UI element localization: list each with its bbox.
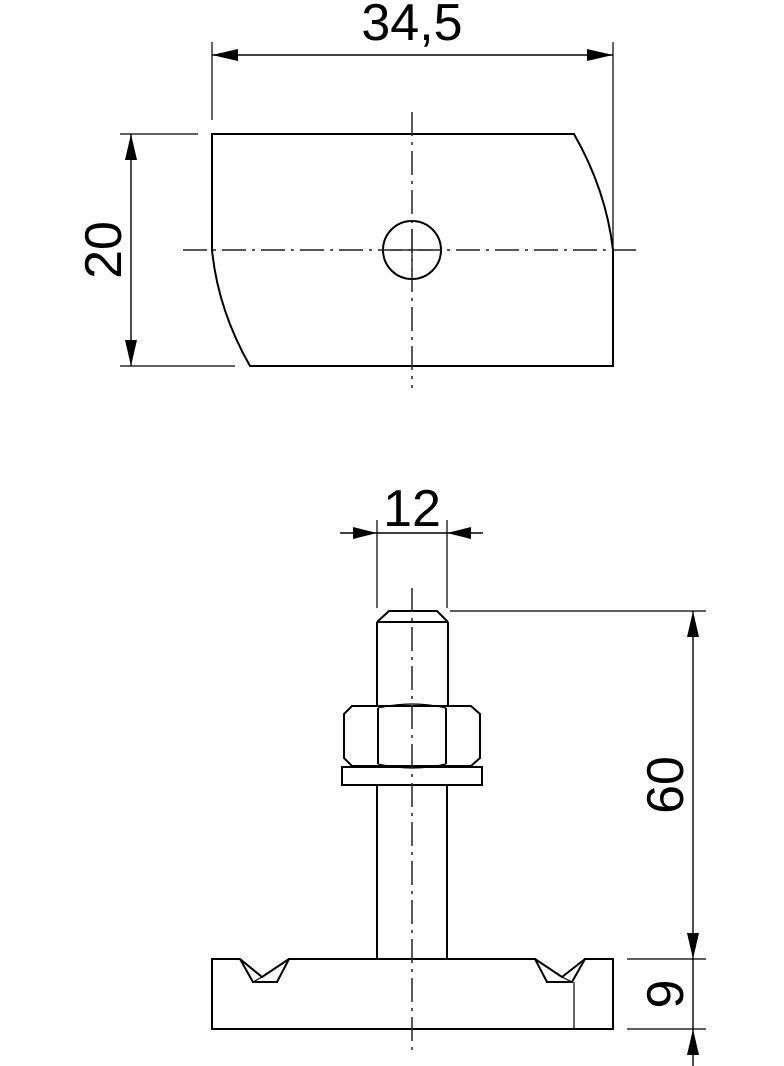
arrow-left-icon <box>447 527 471 539</box>
base-height-dimension: 9 <box>627 958 706 1066</box>
plate-outline <box>211 133 614 367</box>
arrow-up-icon <box>687 1029 699 1055</box>
arrow-right-icon <box>587 49 613 61</box>
arrow-down-icon <box>687 933 699 959</box>
stud-length-label: 60 <box>637 756 695 814</box>
stud-length-dimension: 60 <box>450 610 706 959</box>
arrow-left-icon <box>212 49 238 61</box>
base-height-label: 9 <box>637 980 695 1009</box>
height-dimension-label: 20 <box>75 221 133 279</box>
stud-diameter-dimension: 12 <box>340 480 483 608</box>
width-dimension-label: 34,5 <box>361 0 462 52</box>
width-dimension: 34,5 <box>211 0 614 250</box>
channel-nut-base <box>211 958 614 1030</box>
arrow-up-icon <box>687 611 699 637</box>
side-view: 12 60 9 <box>211 480 706 1066</box>
arrow-up-icon <box>125 134 137 160</box>
arrow-right-icon <box>353 527 377 539</box>
arrow-down-icon <box>125 340 137 366</box>
stud-diameter-label: 12 <box>383 480 441 538</box>
height-dimension: 20 <box>75 133 235 367</box>
stud-tip <box>376 610 449 623</box>
top-view: 34,5 20 <box>75 0 640 388</box>
